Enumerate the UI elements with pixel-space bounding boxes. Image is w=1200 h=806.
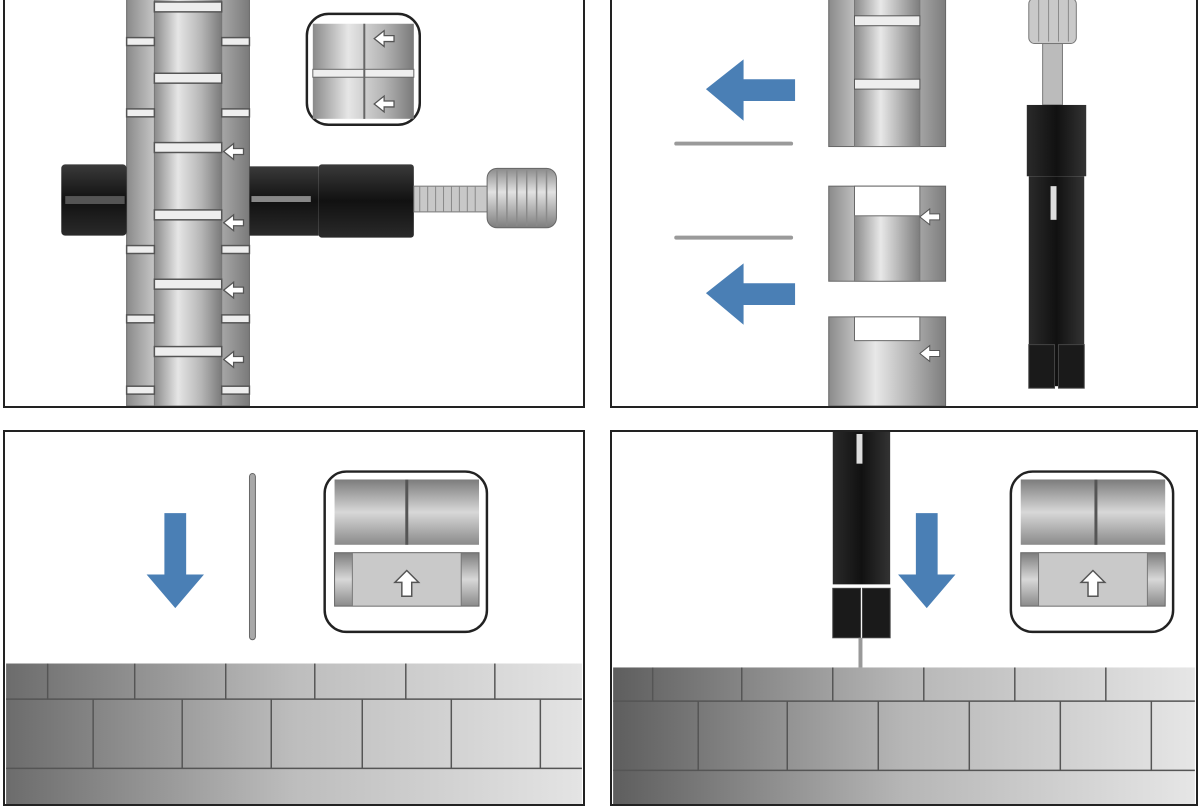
step-2-panel: [610, 0, 1198, 408]
step-1-panel: [3, 0, 585, 408]
spring-pin-icon: [248, 473, 256, 641]
outline-arrow-icon: [373, 29, 395, 114]
blue-arrow-icon: [898, 513, 956, 609]
outline-arrow-icon: [1079, 569, 1107, 597]
outline-arrow-icon: [222, 142, 245, 369]
pin-remover-tool: [61, 164, 557, 238]
step-1-illustration: [61, 0, 557, 406]
zoom-inset: [1009, 470, 1175, 634]
step-3-illustration: [6, 470, 582, 804]
horizontal-bracelet: [613, 667, 1195, 804]
horizontal-bracelet: [6, 663, 582, 804]
separated-links: [828, 0, 947, 406]
pin-remover-tool-vertical: [832, 432, 891, 668]
spring-pin-icon: [674, 141, 794, 240]
blue-arrow-icon: [146, 513, 204, 609]
pin-remover-tool-vertical: [1026, 0, 1087, 389]
zoom-inset: [305, 12, 422, 126]
step-4-illustration: [613, 432, 1195, 804]
blue-arrow-icon: [705, 59, 796, 325]
step-3-panel: [3, 430, 585, 806]
vertical-bracelet: [125, 0, 251, 406]
step-4-panel: [610, 430, 1198, 806]
zoom-inset: [323, 470, 489, 634]
step-2-illustration: [674, 0, 1087, 406]
outline-arrow-icon: [393, 569, 421, 597]
